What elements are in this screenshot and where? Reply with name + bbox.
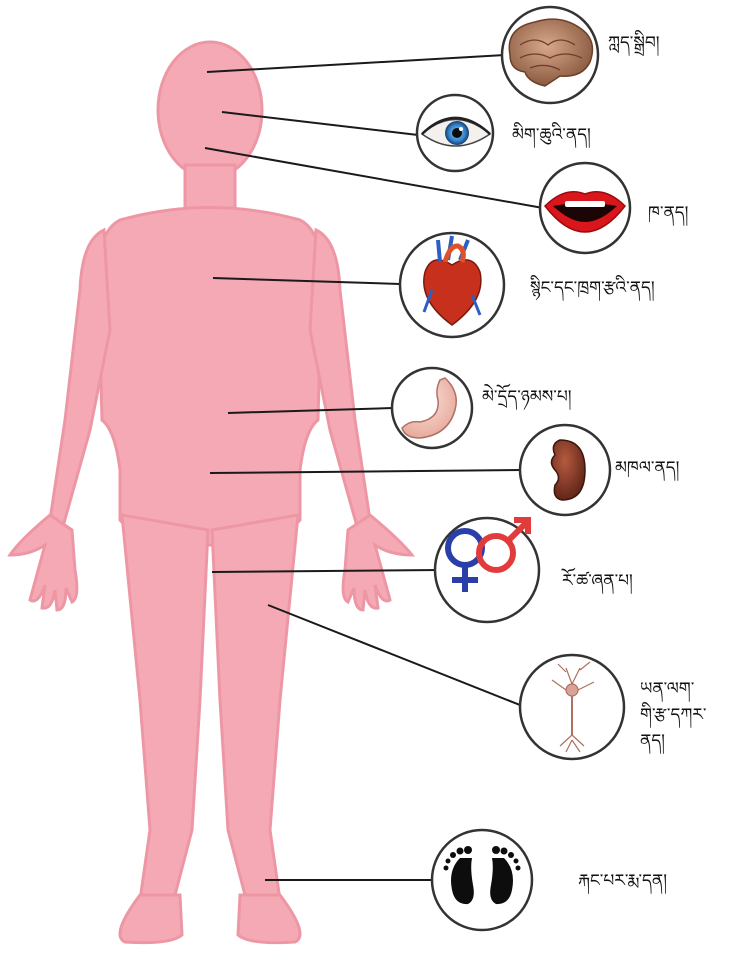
- gender-circle: [435, 518, 539, 622]
- right-arm: [50, 230, 110, 530]
- brain-circle: [502, 7, 598, 103]
- right-leg: [122, 515, 208, 900]
- kidney-icon: [552, 440, 586, 500]
- right-foot: [120, 895, 182, 943]
- neck: [185, 165, 235, 210]
- leader-line-brain: [207, 55, 505, 72]
- label-stomach: མེ་དྲོད་ཉམས་པ།: [482, 384, 572, 410]
- label-gender: ཪོ་ཚ་ཞན་པ།: [562, 568, 633, 594]
- nerve-circle: [520, 655, 624, 759]
- left-arm: [310, 230, 370, 530]
- feet-circle: [432, 830, 532, 930]
- stomach-circle: [392, 368, 472, 448]
- eye-circle: [417, 95, 493, 171]
- heart-circle: [400, 233, 504, 337]
- left-hand: [343, 515, 412, 610]
- label-kidney: མཁལ་ནད།: [615, 455, 679, 481]
- label-heart: སྙིང་དང་ཁྲག་རྩའི་ནད།: [530, 275, 655, 301]
- human-body-silhouette: [10, 42, 412, 943]
- kidney-circle: [520, 425, 610, 515]
- label-mouth: ཁ་ནད།: [648, 200, 688, 226]
- right-hand: [10, 515, 77, 610]
- label-nerve: ཡན་ལག་ གི་རྩ་དཀར་ ནད།: [640, 676, 706, 754]
- label-brain: ཀླད་སྒྲིབ།: [608, 30, 660, 56]
- mouth-circle: [540, 163, 630, 253]
- label-eye: མིག་ཆུའི་ནད།: [512, 122, 591, 148]
- left-foot: [238, 895, 300, 943]
- label-feet: རྐང་པར་རྨ་དན།: [578, 868, 667, 894]
- head: [158, 42, 262, 178]
- torso: [98, 208, 322, 546]
- leader-line-mouth: [205, 148, 543, 208]
